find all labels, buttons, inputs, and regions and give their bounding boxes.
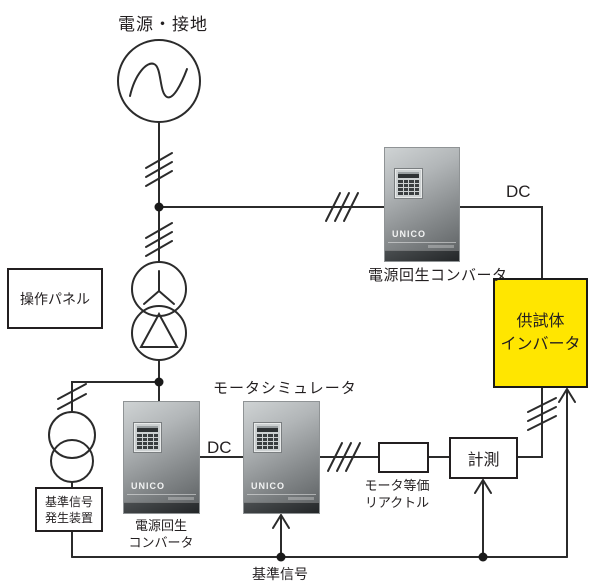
refgen-line2: 発生装置 [44,510,93,525]
ac-sine-icon [129,62,188,99]
signal-transformer-top-circle [48,411,96,459]
arrow-refsignal-to-dut [558,387,576,558]
keypad-icon [254,423,281,452]
regen-converter-bottom-line1: 電源回生 [134,518,187,533]
dc-top-label: DC [506,182,531,201]
junction-dot-transformer [154,377,164,387]
dc-mid-label: DC [207,438,232,457]
slash-3ph-above-junction [145,152,173,187]
slash-3ph-sim-output [327,442,361,472]
device-footer [385,250,459,261]
arrow-refsignal-to-meas [474,478,492,558]
measurement-box: 計測 [449,437,518,479]
device-fineprint [288,497,314,500]
refgen-box: 基準信号 発生装置 [35,487,103,532]
device-separator [247,494,316,495]
regen-converter-bottom-device: UNICO [123,401,200,514]
wire-dc-top [459,206,543,279]
junction-dot-refsignal-meas [478,552,488,562]
refgen-line1: 基準信号 [44,494,93,509]
ref-signal-label: 基準信号 [252,566,308,582]
delta-winding-icon [139,311,179,348]
operation-panel-label: 操作パネル [20,290,90,307]
keypad-buttons [257,434,278,449]
keypad-display [257,426,278,432]
device-fineprint [428,245,454,248]
regen-converter-top-label: 電源回生コンバータ [368,267,508,284]
reactor-label: モータ等価 リアクトル [352,477,442,511]
device-fineprint [168,497,194,500]
unico-brand-label: UNICO [131,481,165,491]
reactor-label-line2: リアクトル [364,495,430,510]
keypad-display [398,172,419,178]
junction-dot-refsignal-sim [276,552,286,562]
reactor-label-line1: モータ等価 [364,478,430,493]
keypad-buttons [137,434,158,449]
keypad-icon [134,423,161,452]
device-footer [244,502,319,513]
unico-brand-label: UNICO [251,481,285,491]
measurement-label: 計測 [467,452,500,469]
star-winding-icon [143,270,175,305]
dut-inverter-line2: インバータ [500,336,581,353]
power-ground-label: 電源・接地 [118,15,208,34]
device-separator [388,242,456,243]
operation-panel-box: 操作パネル [7,268,103,329]
dut-inverter-line1: 供試体 [516,313,565,330]
keypad-icon [395,169,422,198]
junction-dot-top [154,202,164,212]
regen-converter-bottom-line2: コンバータ [128,535,194,550]
transformer-delta-circle [131,305,187,361]
device-footer [124,502,199,513]
dut-inverter-box: 供試体 インバータ [493,278,588,388]
arrow-refsignal-to-sim [272,513,290,558]
keypad-display [137,426,158,432]
regen-converter-top-device: UNICO [384,147,460,262]
motor-simulator-device: UNICO [243,401,320,514]
slash-3ph-dut-output [527,397,557,431]
slash-2ph-left-branch [57,383,87,410]
keypad-buttons [398,180,419,195]
motor-simulator-label: モータシミュレータ [213,380,357,397]
unico-brand-label: UNICO [392,229,426,239]
motor-reactor-box [378,442,429,473]
regen-converter-bottom-label: 電源回生 コンバータ [117,517,205,551]
wire-dut-to-meas [517,387,543,458]
device-separator [127,494,196,495]
signal-transformer-bottom-circle [50,439,94,483]
slash-3ph-above-transformer [145,222,173,257]
ac-source-icon [117,39,201,123]
slash-3ph-top-horizontal [325,192,359,222]
